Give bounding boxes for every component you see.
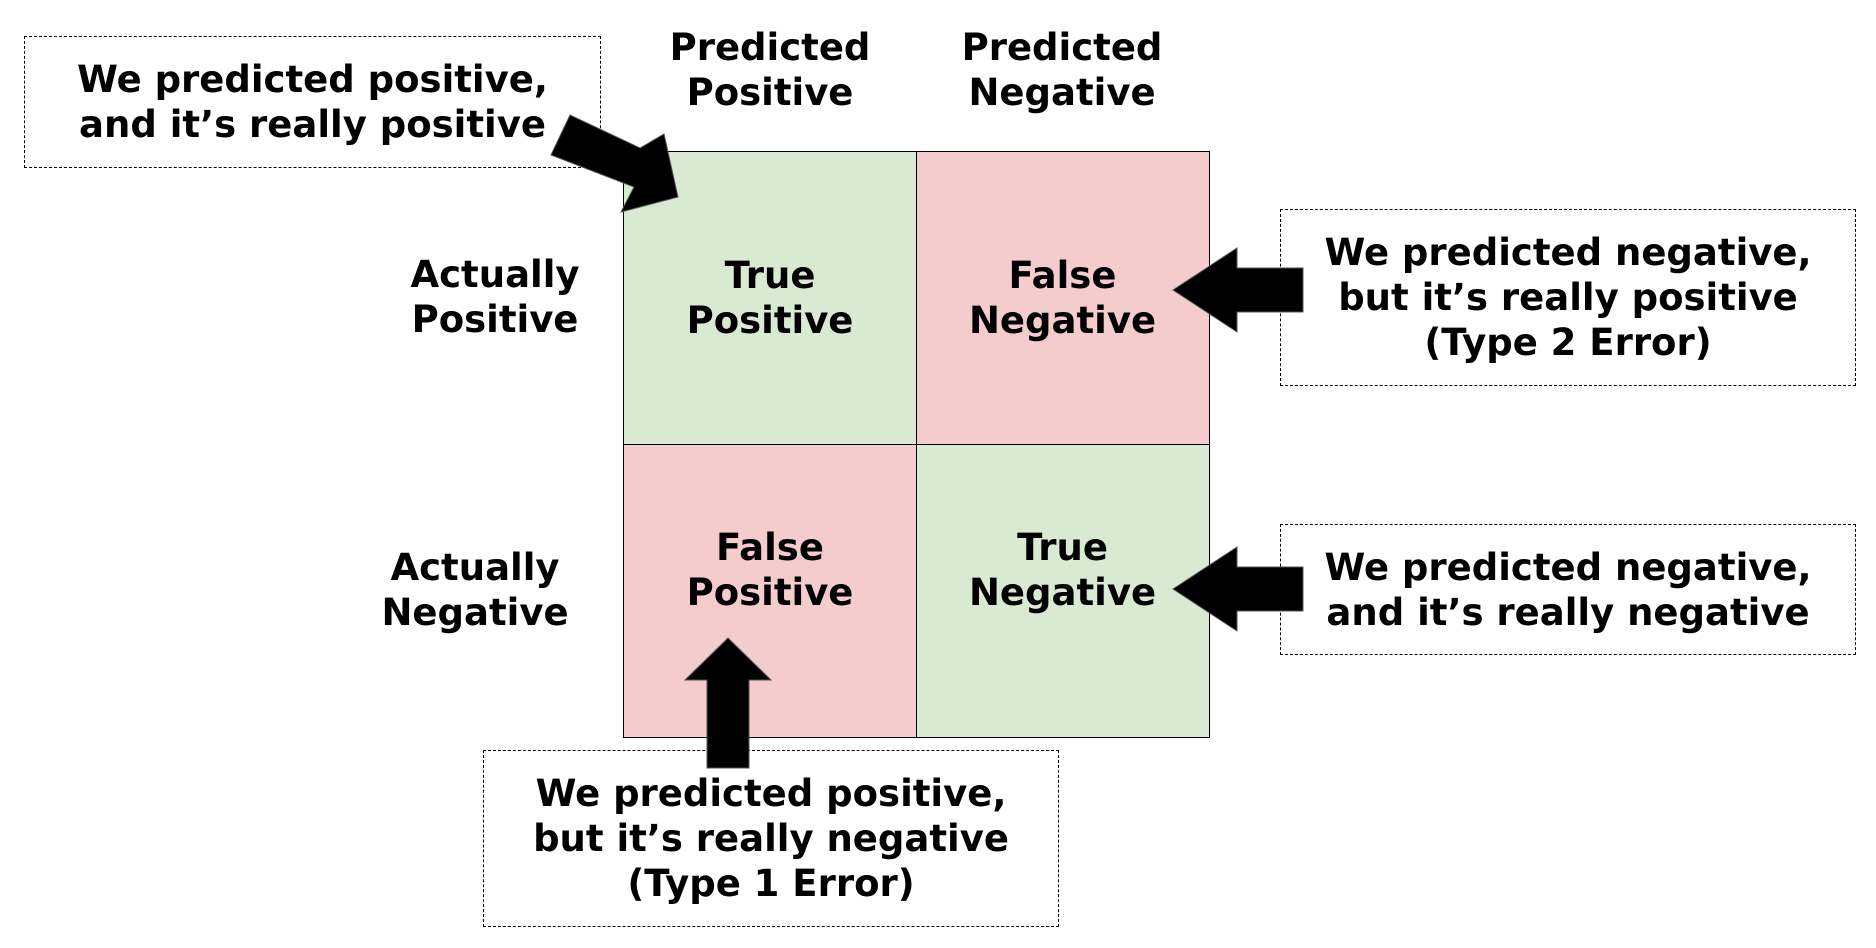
cell-true-positive: True Positive (623, 151, 917, 445)
row-header-actually-positive: Actually Positive (410, 253, 580, 341)
cell-false-positive-label: False Positive (686, 525, 854, 614)
callout-false-negative-text: We predicted negative, but it’s really p… (1324, 231, 1812, 364)
row-header-actually-negative: Actually Negative (381, 546, 569, 634)
cell-true-negative-label: True Negative (968, 525, 1157, 614)
callout-true-negative: We predicted negative, and it’s really n… (1280, 524, 1856, 655)
cell-false-positive: False Positive (623, 443, 917, 738)
callout-false-negative: We predicted negative, but it’s really p… (1280, 209, 1856, 386)
arrow-to-false-positive-icon (683, 637, 773, 769)
callout-false-positive: We predicted positive, but it’s really n… (483, 750, 1059, 927)
callout-true-positive-text: We predicted positive, and it’s really p… (77, 58, 548, 146)
callout-true-negative-text: We predicted negative, and it’s really n… (1324, 545, 1812, 634)
callout-true-positive: We predicted positive, and it’s really p… (24, 36, 601, 168)
column-header-predicted-negative: Predicted Negative (961, 26, 1163, 114)
arrow-to-true-negative-icon (1172, 546, 1304, 632)
callout-false-positive-text: We predicted positive, but it’s really n… (533, 772, 1009, 905)
cell-false-negative-label: False Negative (968, 254, 1157, 342)
column-header-predicted-positive: Predicted Positive (669, 26, 871, 114)
arrow-to-false-negative-icon (1172, 247, 1304, 333)
cell-true-negative: True Negative (915, 443, 1210, 738)
cell-true-positive-label: True Positive (686, 254, 854, 342)
arrow-to-true-positive-icon (550, 114, 679, 213)
